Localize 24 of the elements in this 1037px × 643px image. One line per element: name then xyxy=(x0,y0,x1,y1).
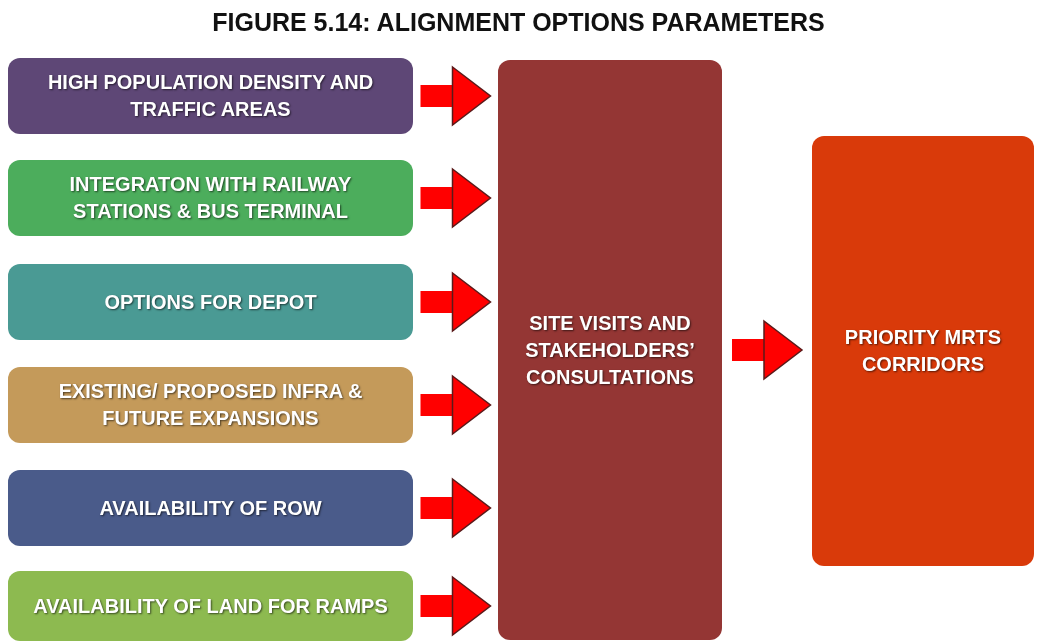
figure-title: FIGURE 5.14: ALIGNMENT OPTIONS PARAMETERS xyxy=(211,8,826,37)
process-box xyxy=(812,136,1034,566)
block-arrow xyxy=(420,576,492,636)
box-label: PRIORITY MRTS CORRIDORS xyxy=(843,325,1003,377)
process-box xyxy=(8,571,413,641)
box-label: OPTIONS FOR DEPOT xyxy=(104,289,317,315)
box-label: INTEGRATON WITH RAILWAY STATIONS & BUS TERMINAL xyxy=(68,172,353,224)
process-box xyxy=(8,264,413,340)
process-box xyxy=(8,367,413,443)
process-box xyxy=(8,160,413,236)
block-arrow xyxy=(420,478,492,538)
process-box xyxy=(8,470,413,546)
process-box xyxy=(8,58,413,134)
box-label: AVAILABILITY OF ROW xyxy=(99,495,322,521)
block-arrow xyxy=(420,66,492,126)
box-label: AVAILABILITY OF LAND FOR RAMPS xyxy=(33,593,388,619)
box-label: HIGH POPULATION DENSITY AND TRAFFIC AREAS xyxy=(46,70,375,122)
box-label: EXISTING/ PROPOSED INFRA & FUTURE EXPANSIONS xyxy=(57,379,364,431)
block-arrow xyxy=(420,375,492,435)
block-arrow xyxy=(732,320,803,380)
block-arrow xyxy=(420,272,492,332)
block-arrow xyxy=(420,168,492,228)
box-label: SITE VISITS AND STAKEHOLDERS’ CONSULTATIONS xyxy=(524,310,696,390)
process-box xyxy=(498,60,722,640)
